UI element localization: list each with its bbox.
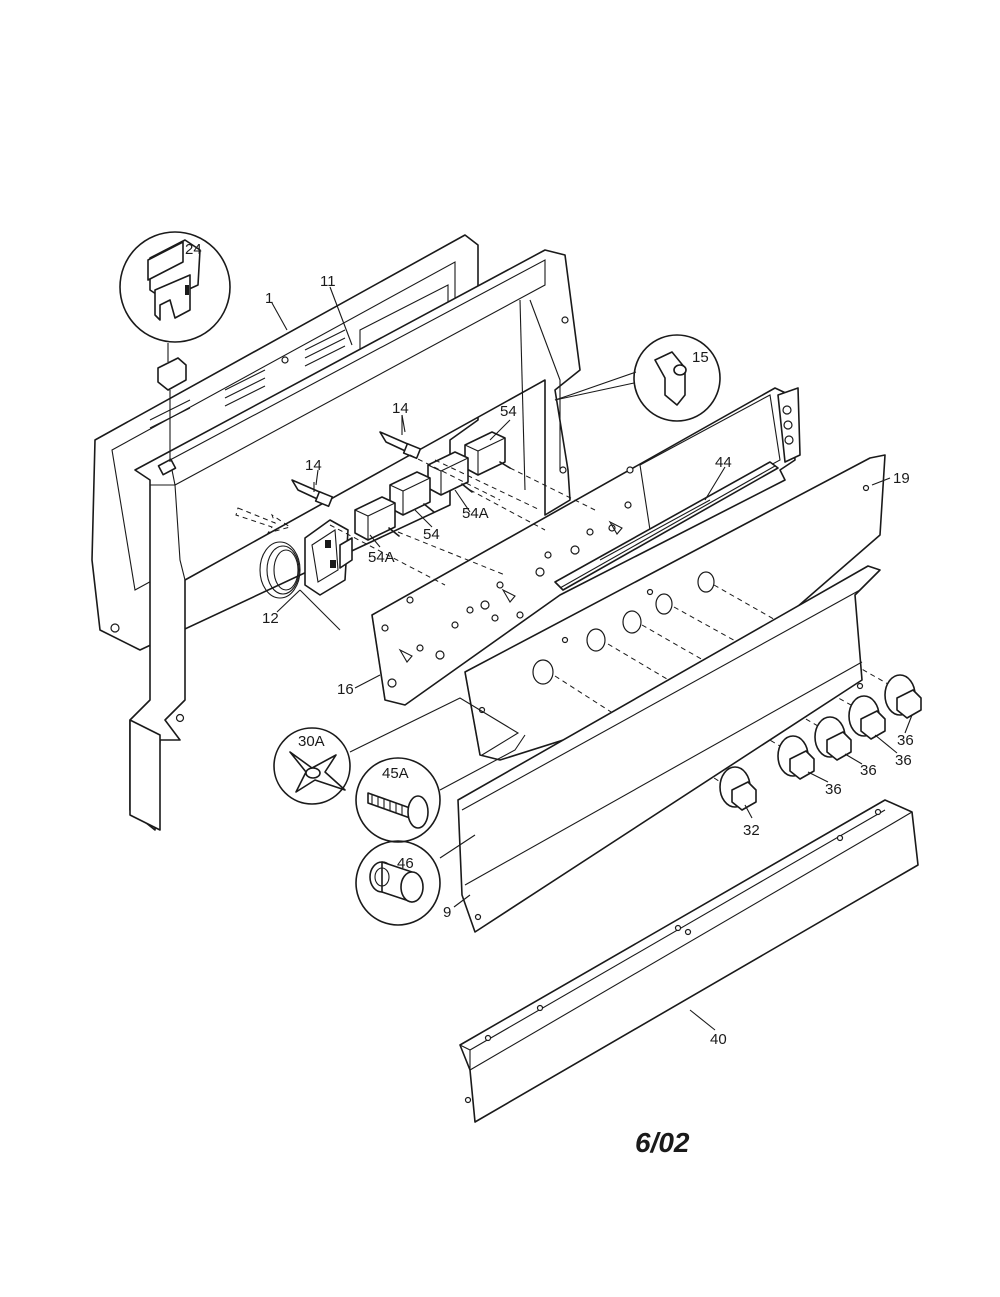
backguard-frame bbox=[129, 249, 581, 831]
clip-detail-callout bbox=[554, 334, 721, 422]
light-channel bbox=[554, 461, 779, 591]
callout-54-top: 54 bbox=[500, 403, 517, 420]
date-stamp: 6/02 bbox=[635, 1127, 690, 1158]
callout-1: 1 bbox=[265, 290, 273, 307]
control-panel-bracket bbox=[371, 387, 801, 706]
knob-36-4 bbox=[884, 674, 922, 719]
thermostat-lower bbox=[291, 479, 334, 508]
callout-19: 19 bbox=[893, 470, 910, 487]
switch-54A-mid bbox=[354, 496, 400, 541]
callout-46: 46 bbox=[397, 855, 414, 872]
callout-54A-mid: 54A bbox=[368, 549, 395, 566]
manifold-panel bbox=[457, 565, 881, 933]
knob-36-1 bbox=[777, 735, 815, 780]
leader-lines bbox=[271, 286, 913, 1031]
trim-40 bbox=[459, 799, 919, 1123]
oven-thermostat bbox=[259, 519, 353, 631]
callout-44: 44 bbox=[715, 454, 732, 471]
knob-36-2 bbox=[814, 716, 852, 761]
callout-11: 11 bbox=[320, 273, 336, 290]
callout-40: 40 bbox=[710, 1031, 727, 1048]
callout-24: 24 bbox=[185, 241, 202, 258]
callout-32: 32 bbox=[743, 822, 760, 839]
callout-9: 9 bbox=[443, 904, 451, 921]
callout-14-upper: 14 bbox=[392, 400, 409, 417]
bolt-detail-callout bbox=[355, 734, 526, 843]
callout-45A: 45A bbox=[382, 765, 409, 782]
wing-nut-detail-callout bbox=[273, 697, 520, 805]
spacer-detail-callout bbox=[355, 834, 476, 926]
callout-54-mid: 54 bbox=[423, 526, 440, 543]
callout-36-1: 36 bbox=[825, 781, 842, 798]
callout-36-2: 36 bbox=[860, 762, 877, 779]
switch-54-top bbox=[464, 431, 511, 476]
callout-14-lower: 14 bbox=[305, 457, 322, 474]
callout-12: 12 bbox=[262, 610, 279, 627]
insertion-arrow bbox=[235, 507, 292, 534]
knob-36-3 bbox=[848, 695, 886, 740]
callout-36-4: 36 bbox=[897, 732, 914, 749]
knob-32 bbox=[719, 766, 757, 811]
callout-30A: 30A bbox=[298, 733, 325, 750]
callout-15: 15 bbox=[692, 349, 709, 366]
callout-16: 16 bbox=[337, 681, 354, 698]
switch-detail-callout bbox=[119, 231, 231, 462]
callout-54A-top: 54A bbox=[462, 505, 489, 522]
callout-36-3: 36 bbox=[895, 752, 912, 769]
thermostat-upper bbox=[379, 415, 422, 460]
